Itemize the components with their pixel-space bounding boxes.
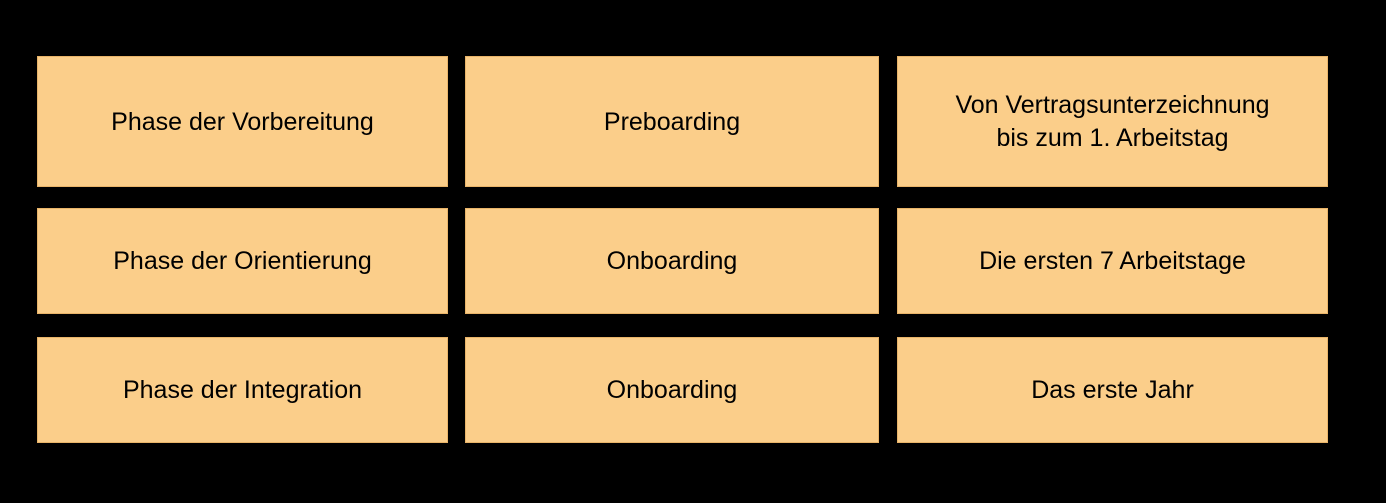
cell-row2-col3-timeframe: Die ersten 7 Arbeitstage <box>897 208 1328 314</box>
cell-row3-col2-stage-name: Onboarding <box>465 337 879 443</box>
cell-row2-col1-phase-name: Phase der Orientierung <box>37 208 448 314</box>
cell-row1-col2-stage-name: Preboarding <box>465 56 879 187</box>
cell-row1-col1-phase-name: Phase der Vorbereitung <box>37 56 448 187</box>
cell-row1-col3-timeframe: Von Vertragsunterzeichnung bis zum 1. Ar… <box>897 56 1328 187</box>
cell-row3-col3-timeframe: Das erste Jahr <box>897 337 1328 443</box>
phase-matrix-grid: Phase der Vorbereitung Preboarding Von V… <box>37 56 1328 443</box>
cell-row3-col1-phase-name: Phase der Integration <box>37 337 448 443</box>
cell-row2-col2-stage-name: Onboarding <box>465 208 879 314</box>
